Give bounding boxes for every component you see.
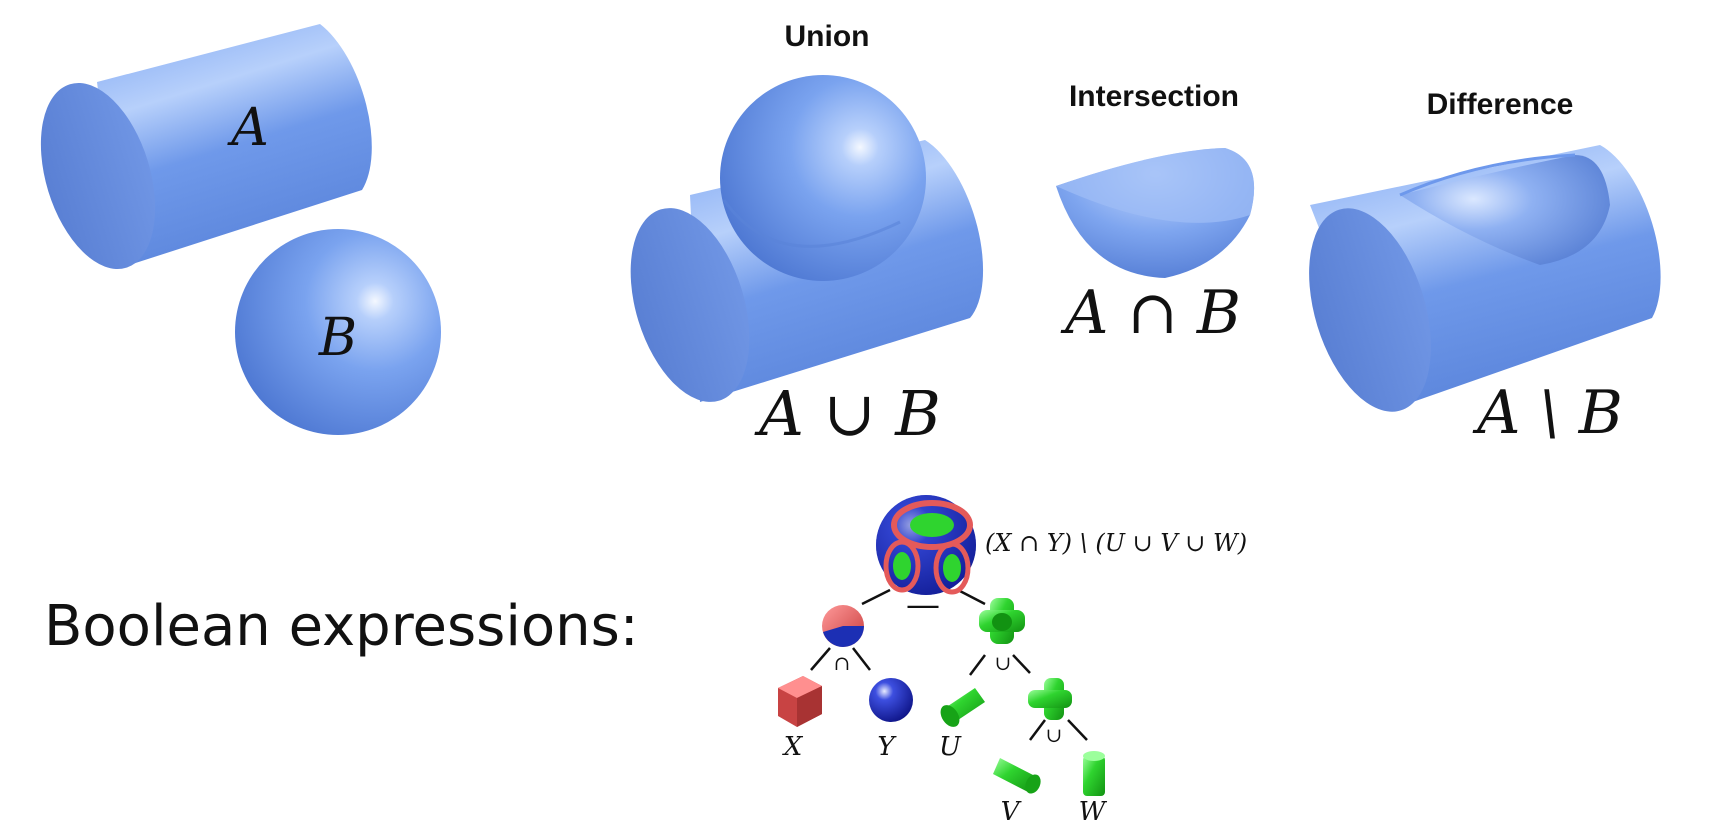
leaf-x-label: X bbox=[782, 732, 804, 762]
operator-union: ∪ bbox=[995, 651, 1012, 675]
leaf-y-sphere bbox=[869, 678, 913, 722]
leaf-v-label: V bbox=[1001, 797, 1022, 827]
csg-root-node bbox=[876, 495, 976, 595]
leaf-v-cylinder bbox=[993, 758, 1041, 794]
csg-union-node bbox=[979, 598, 1025, 644]
leaf-u-cylinder bbox=[940, 688, 985, 727]
label-a: A bbox=[227, 98, 269, 158]
difference-expression: A \ B bbox=[1472, 378, 1623, 448]
union-solid bbox=[630, 75, 984, 402]
intersection-solid bbox=[1056, 148, 1255, 278]
boolean-expressions-title: Boolean expressions: bbox=[44, 594, 639, 659]
leaf-x-cube bbox=[778, 676, 822, 727]
sphere-b bbox=[235, 229, 441, 435]
csg-tree-edges bbox=[810, 588, 1088, 741]
intersection-expression: A ∩ B bbox=[1060, 278, 1241, 348]
leaf-w-cylinder bbox=[1083, 751, 1105, 796]
difference-solid bbox=[1309, 145, 1661, 412]
operator-minus: — bbox=[906, 585, 940, 625]
operator-intersect: ∩ bbox=[834, 651, 851, 675]
label-b: B bbox=[318, 308, 357, 368]
union-expression: A ∪ B bbox=[754, 377, 941, 450]
root-expression: (X ∩ Y) \ (U ∪ V ∪ W) bbox=[985, 529, 1247, 557]
operator-union-sub: ∪ bbox=[1046, 723, 1063, 747]
csg-intersect-node bbox=[822, 605, 864, 647]
leaf-u-label: U bbox=[939, 732, 962, 762]
intersection-title: Intersection bbox=[1069, 80, 1239, 113]
cylinder-a bbox=[40, 24, 372, 270]
union-title: Union bbox=[785, 20, 870, 53]
leaf-w-label: W bbox=[1079, 797, 1108, 827]
difference-title: Difference bbox=[1427, 88, 1574, 121]
csg-union-sub-node bbox=[1028, 678, 1072, 720]
leaf-y-label: Y bbox=[877, 732, 897, 762]
